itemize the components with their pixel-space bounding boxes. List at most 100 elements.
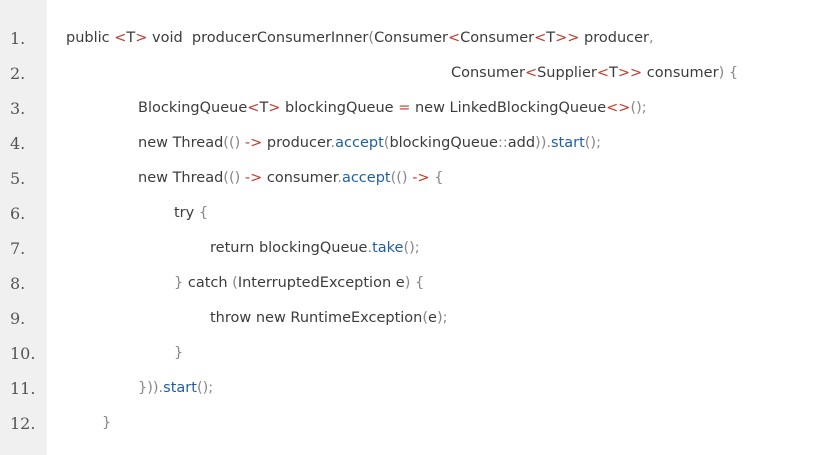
code-token: { — [434, 170, 444, 186]
code-token: )) — [535, 135, 547, 151]
code-token: accept — [335, 135, 384, 151]
code-line-11: 11. })).start(); — [0, 371, 824, 406]
code-token: :: — [497, 135, 508, 151]
line-code: } catch (InterruptedException e) { — [174, 266, 424, 301]
line-number: 7. — [10, 239, 26, 258]
line-number: 5. — [10, 169, 26, 188]
code-token: ( — [422, 310, 429, 326]
code-token: . — [158, 380, 164, 396]
line-number: 4. — [10, 134, 26, 153]
line-code: new Thread(() -> consumer.accept(() -> { — [138, 161, 443, 196]
line-number: 3. — [10, 99, 26, 118]
code-token: InterruptedException e — [237, 275, 405, 291]
code-token: ); — [436, 310, 448, 326]
code-line-7: 7. return blockingQueue.take(); — [0, 231, 824, 266]
line-code: } — [102, 406, 111, 441]
code-line-8: 8. } catch (InterruptedException e) { — [0, 266, 824, 301]
code-token: Consumer — [374, 30, 448, 46]
code-token: catch — [183, 275, 233, 291]
line-code: })).start(); — [138, 371, 213, 406]
code-token: < — [247, 100, 260, 116]
code-token: } — [174, 275, 184, 291]
code-token: ) — [404, 275, 411, 291]
code-token: accept — [341, 170, 391, 186]
code-token: > — [268, 100, 281, 116]
code-line-4: 4. new Thread(() -> producer.accept(bloc… — [0, 126, 824, 161]
code-token: >> — [555, 30, 580, 46]
code-token: , — [649, 30, 654, 46]
line-code: try { — [174, 196, 208, 231]
code-token: consumer — [642, 65, 719, 81]
code-token: ( — [232, 275, 238, 291]
code-token: blockingQueue — [280, 100, 399, 116]
code-token: > — [135, 30, 148, 46]
code-token: producer — [579, 30, 649, 46]
code-token: (() — [223, 135, 245, 151]
code-line-2: 2. Consumer<Supplier<T>> consumer) { — [0, 56, 824, 91]
code-token: e — [428, 310, 437, 326]
code-token: try — [174, 205, 199, 221]
code-token: -> — [244, 170, 263, 186]
code-token: take — [372, 240, 404, 256]
code-token: { — [414, 275, 425, 291]
line-number: 9. — [10, 309, 26, 328]
code-token: } — [174, 345, 184, 361]
code-token: void producerConsumerInner — [147, 30, 369, 46]
code-token: ( — [368, 30, 375, 46]
line-number: 8. — [10, 274, 26, 293]
line-code: throw new RuntimeException(e); — [210, 301, 448, 336]
code-token: (); — [196, 380, 214, 396]
line-number-gutter — [0, 0, 47, 455]
code-line-10: 10. } — [0, 336, 824, 371]
code-token: < — [114, 30, 127, 46]
line-number: 10. — [10, 344, 36, 363]
code-token: Supplier — [537, 65, 597, 81]
code-token: -> — [244, 135, 263, 151]
code-token: consumer — [262, 170, 338, 186]
code-token: ) — [718, 65, 725, 81]
code-line-3: 3. BlockingQueue<T> blockingQueue = new … — [0, 91, 824, 126]
line-code: new Thread(() -> producer.accept(blockin… — [138, 126, 601, 161]
line-number: 12. — [10, 414, 36, 433]
code-token: = — [398, 100, 411, 116]
code-token: . — [337, 170, 342, 186]
line-number: 1. — [10, 29, 26, 48]
code-token: start — [550, 135, 585, 151]
code-token: new Thread — [138, 170, 224, 186]
code-token: producer — [262, 135, 331, 151]
code-token: . — [546, 135, 551, 151]
code-token: < — [448, 30, 461, 46]
code-token: < — [524, 65, 538, 81]
code-token: add — [507, 135, 536, 151]
code-token: { — [198, 205, 209, 221]
code-token: BlockingQueue — [138, 100, 248, 116]
code-token: start — [163, 380, 197, 396]
code-token: T — [126, 30, 136, 46]
line-number: 2. — [10, 64, 26, 83]
line-code: BlockingQueue<T> blockingQueue = new Lin… — [138, 91, 647, 126]
code-token: T — [609, 65, 618, 81]
code-token: >> — [617, 65, 643, 81]
code-token: Consumer — [451, 65, 525, 81]
code-token: . — [367, 240, 373, 256]
code-token: { — [728, 65, 739, 81]
code-token: <> — [606, 100, 631, 116]
line-code: return blockingQueue.take(); — [210, 231, 420, 266]
code-token: < — [534, 30, 547, 46]
code-line-9: 9. throw new RuntimeException(e); — [0, 301, 824, 336]
code-token: (() — [390, 170, 413, 186]
code-line-1: 1. public <T> void producerConsumerInner… — [0, 21, 824, 56]
code-token: T — [546, 30, 556, 46]
code-token: new LinkedBlockingQueue — [410, 100, 607, 116]
code-token: (); — [403, 240, 420, 256]
code-line-6: 6. try { — [0, 196, 824, 231]
code-token: return blockingQueue — [210, 240, 368, 256]
line-code: public <T> void producerConsumerInner(Co… — [66, 21, 654, 56]
code-line-12: 12. } — [0, 406, 824, 441]
code-token: -> — [412, 170, 430, 186]
code-token: public — [66, 30, 115, 46]
code-token: T — [259, 100, 269, 116]
code-token: . — [330, 135, 336, 151]
code-token: blockingQueue — [389, 135, 498, 151]
